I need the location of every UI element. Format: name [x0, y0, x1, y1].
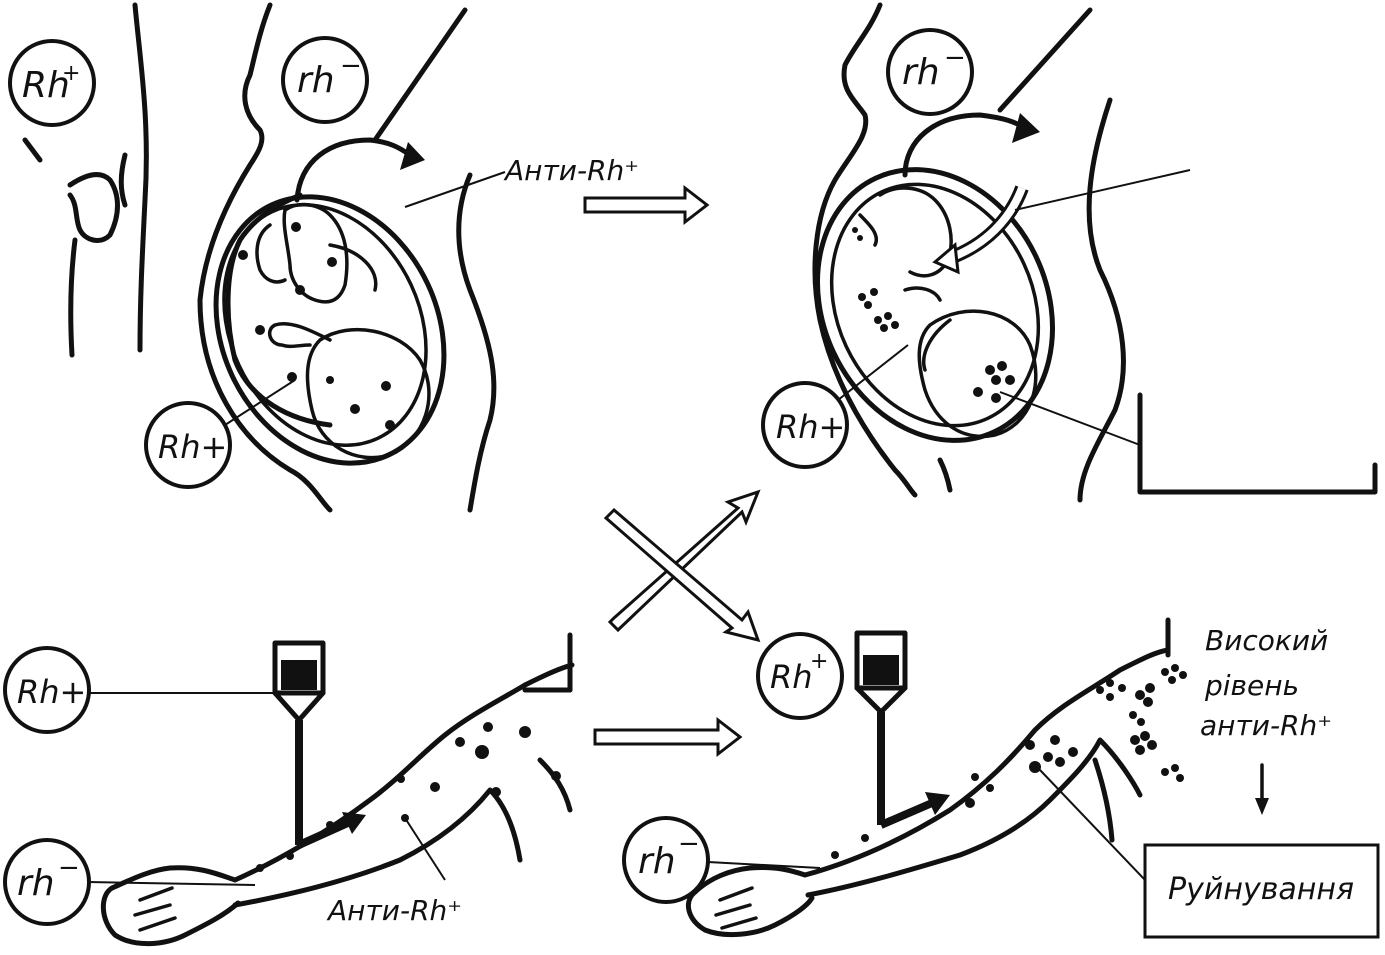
destruction-box: Руйнування — [1039, 769, 1380, 939]
svg-text:−: − — [340, 51, 362, 81]
svg-text:+: + — [810, 649, 828, 674]
donor-rh-positive-badge-right: Rh + — [756, 632, 844, 720]
svg-text:−: − — [944, 43, 966, 73]
fetus-rh-positive-badge-right: Rh+ — [761, 344, 909, 469]
svg-text:rh: rh — [638, 841, 676, 882]
svg-text:−: − — [678, 829, 700, 859]
anti-rh-label-bottom: Анти-Rh⁺ — [326, 817, 462, 927]
empty-callout-box — [999, 391, 1378, 495]
high-anti-rh-label: Високий рівень анти-Rh⁺ — [1200, 624, 1332, 815]
svg-text:Rh+: Rh+ — [17, 673, 86, 711]
svg-text:Rh+: Rh+ — [776, 408, 845, 446]
transfer-arrows-right — [902, 112, 1191, 275]
anti-rh-label-top: Анти-Rh⁺ — [404, 154, 639, 208]
fetus-rh-positive-badge-left: Rh+ — [144, 379, 296, 489]
transfusion-arm-left — [100, 632, 575, 947]
svg-text:Високий: Високий — [1205, 624, 1328, 657]
hollow-arrow-bottom — [593, 716, 743, 758]
pregnant-mother-right — [812, 2, 1126, 503]
hollow-arrow-top — [583, 184, 710, 226]
svg-text:−: − — [58, 853, 80, 883]
father-figure — [22, 2, 149, 358]
svg-text:Анти-Rh⁺: Анти-Rh⁺ — [326, 894, 462, 927]
mother-rh-negative-badge-right: rh − — [886, 28, 974, 116]
svg-text:rh: rh — [17, 863, 55, 904]
svg-text:Анти-Rh⁺: Анти-Rh⁺ — [503, 154, 639, 187]
svg-text:Rh+: Rh+ — [158, 428, 227, 466]
iv-bag-left — [272, 640, 366, 849]
iv-bag-right — [854, 630, 950, 829]
svg-text:Rh: Rh — [22, 65, 70, 106]
svg-text:rh: rh — [297, 60, 335, 101]
recipient-rh-negative-badge-right: rh − — [622, 816, 821, 904]
svg-text:анти-Rh⁺: анти-Rh⁺ — [1200, 709, 1332, 742]
svg-text:Руйнування: Руйнування — [1168, 872, 1354, 907]
cross-arrows — [603, 489, 761, 643]
donor-rh-positive-badge-left: Rh+ — [3, 646, 275, 734]
transfer-arrow-left — [294, 137, 425, 203]
svg-text:rh: rh — [902, 52, 940, 93]
mother-rh-negative-badge-left: rh − — [281, 36, 369, 124]
svg-text:+: + — [62, 61, 80, 86]
father-rh-positive-badge: Rh + — [8, 39, 96, 127]
transfusion-arm-right — [685, 617, 1187, 937]
svg-text:рівень: рівень — [1204, 669, 1299, 702]
pregnant-mother-left — [197, 2, 497, 513]
svg-text:Rh: Rh — [770, 658, 813, 696]
recipient-rh-negative-badge-left: rh − — [3, 838, 256, 926]
